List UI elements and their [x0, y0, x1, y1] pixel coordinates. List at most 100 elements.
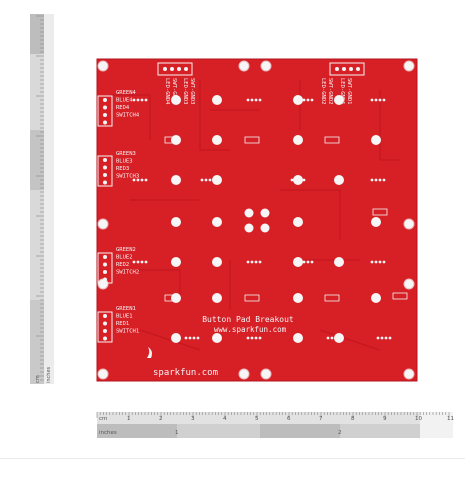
mount-hole	[403, 278, 415, 290]
button-hole	[171, 293, 181, 303]
inch-tick-label: 1	[175, 430, 179, 436]
flame-icon	[147, 347, 152, 358]
button-hole	[212, 293, 222, 303]
mount-hole	[403, 60, 415, 72]
resistor-footprint	[244, 136, 260, 144]
cm-tick-label: 1	[127, 416, 131, 422]
button-hole	[171, 217, 181, 227]
header-pin-label: RED3	[116, 166, 129, 172]
mount-hole	[97, 368, 109, 380]
button-hole	[212, 95, 222, 105]
resistor-footprint	[244, 294, 260, 302]
board-url: www.sparkfun.com	[214, 325, 287, 334]
cm-tick-label: 8	[351, 416, 355, 422]
resistor-footprint	[164, 136, 180, 144]
resistor-footprint	[324, 136, 340, 144]
header-pin-label: GREEN2	[116, 247, 136, 253]
inch-tick-label: 2	[338, 430, 342, 436]
mount-hole	[97, 278, 109, 290]
button-hole	[212, 135, 222, 145]
header-pin-label: GREEN3	[116, 151, 136, 157]
top-pin-label: LED-GND2	[320, 78, 326, 105]
top-header-right	[329, 62, 365, 76]
button-hole	[371, 135, 381, 145]
bottom-ruler-inch-label: inches	[99, 430, 117, 436]
button-hole	[334, 257, 344, 267]
resistor-footprint	[372, 208, 388, 216]
button-hole	[293, 257, 303, 267]
side-header-2	[97, 252, 113, 284]
cm-tick-label: 9	[383, 416, 387, 422]
button-hole	[371, 293, 381, 303]
header-pin-label: SWITCH4	[116, 113, 140, 119]
header-pin-label: RED4	[116, 105, 130, 111]
left-ruler-cm-label: cm	[35, 375, 41, 383]
header-pin-label: BLUE1	[116, 314, 133, 320]
button-hole	[171, 175, 181, 185]
cm-tick-label: 4	[223, 416, 227, 422]
header-pin-label: GREEN1	[116, 306, 136, 312]
header-pin-label: SWITCH1	[116, 329, 139, 335]
header-pin-label: SWITCH3	[116, 174, 139, 180]
button-hole	[212, 217, 222, 227]
button-hole	[293, 135, 303, 145]
button-hole	[171, 257, 181, 267]
top-pin-label: LED-GND4	[164, 78, 170, 105]
button-hole	[371, 217, 381, 227]
top-pin-label: SWT-GND3	[189, 78, 195, 105]
top-pin-label: SWT-GND2	[327, 78, 333, 105]
resistor-footprint	[324, 294, 340, 302]
mount-hole	[403, 368, 415, 380]
side-header-1	[97, 311, 113, 343]
header-pin-label: BLUE3	[116, 159, 133, 165]
page-divider	[0, 458, 465, 459]
mount-hole	[238, 60, 250, 72]
resistor-footprint	[392, 292, 408, 300]
mount-hole	[260, 368, 272, 380]
button-hole	[171, 333, 181, 343]
button-hole	[212, 175, 222, 185]
header-pin-label: BLUE2	[116, 255, 133, 261]
cm-tick-label: 6	[287, 416, 291, 422]
button-hole	[212, 333, 222, 343]
button-hole	[293, 293, 303, 303]
top-pin-label: LED-GND3	[182, 78, 188, 105]
top-pin-label: LED-GND1	[339, 78, 345, 105]
button-hole	[212, 257, 222, 267]
mount-hole	[403, 218, 415, 230]
cm-tick-label: 2	[159, 416, 163, 422]
button-hole	[293, 175, 303, 185]
side-header-3	[97, 155, 113, 187]
left-ruler: cm inches	[30, 14, 54, 384]
header-pin-label: BLUE4	[116, 98, 133, 104]
button-hole	[171, 135, 181, 145]
bottom-ruler-cm-label: cm	[99, 416, 107, 422]
cm-tick-label: 3	[191, 416, 195, 422]
left-ruler-inch-label: inches	[46, 366, 52, 383]
button-hole	[293, 217, 303, 227]
top-pin-label: SWT-GND1	[346, 78, 352, 105]
cm-tick-label: 10	[415, 416, 422, 422]
resistor-footprint	[164, 294, 180, 302]
header-pin-label: RED1	[116, 321, 129, 327]
button-hole	[334, 95, 344, 105]
mount-hole	[260, 60, 272, 72]
cm-tick-label: 5	[255, 416, 259, 422]
brand-text: sparkfun.com	[153, 368, 218, 378]
top-header-left	[157, 62, 193, 76]
sparkfun-logo: sparkfun.com	[147, 347, 218, 378]
mount-hole	[97, 218, 109, 230]
board-title: Button Pad Breakout	[202, 315, 294, 324]
mount-hole	[97, 60, 109, 72]
cm-tick-label: 7	[319, 416, 323, 422]
button-hole	[334, 175, 344, 185]
button-hole	[171, 95, 181, 105]
header-pin-label: RED2	[116, 262, 129, 268]
mount-hole	[238, 368, 250, 380]
button-hole	[293, 333, 303, 343]
button-hole	[293, 95, 303, 105]
